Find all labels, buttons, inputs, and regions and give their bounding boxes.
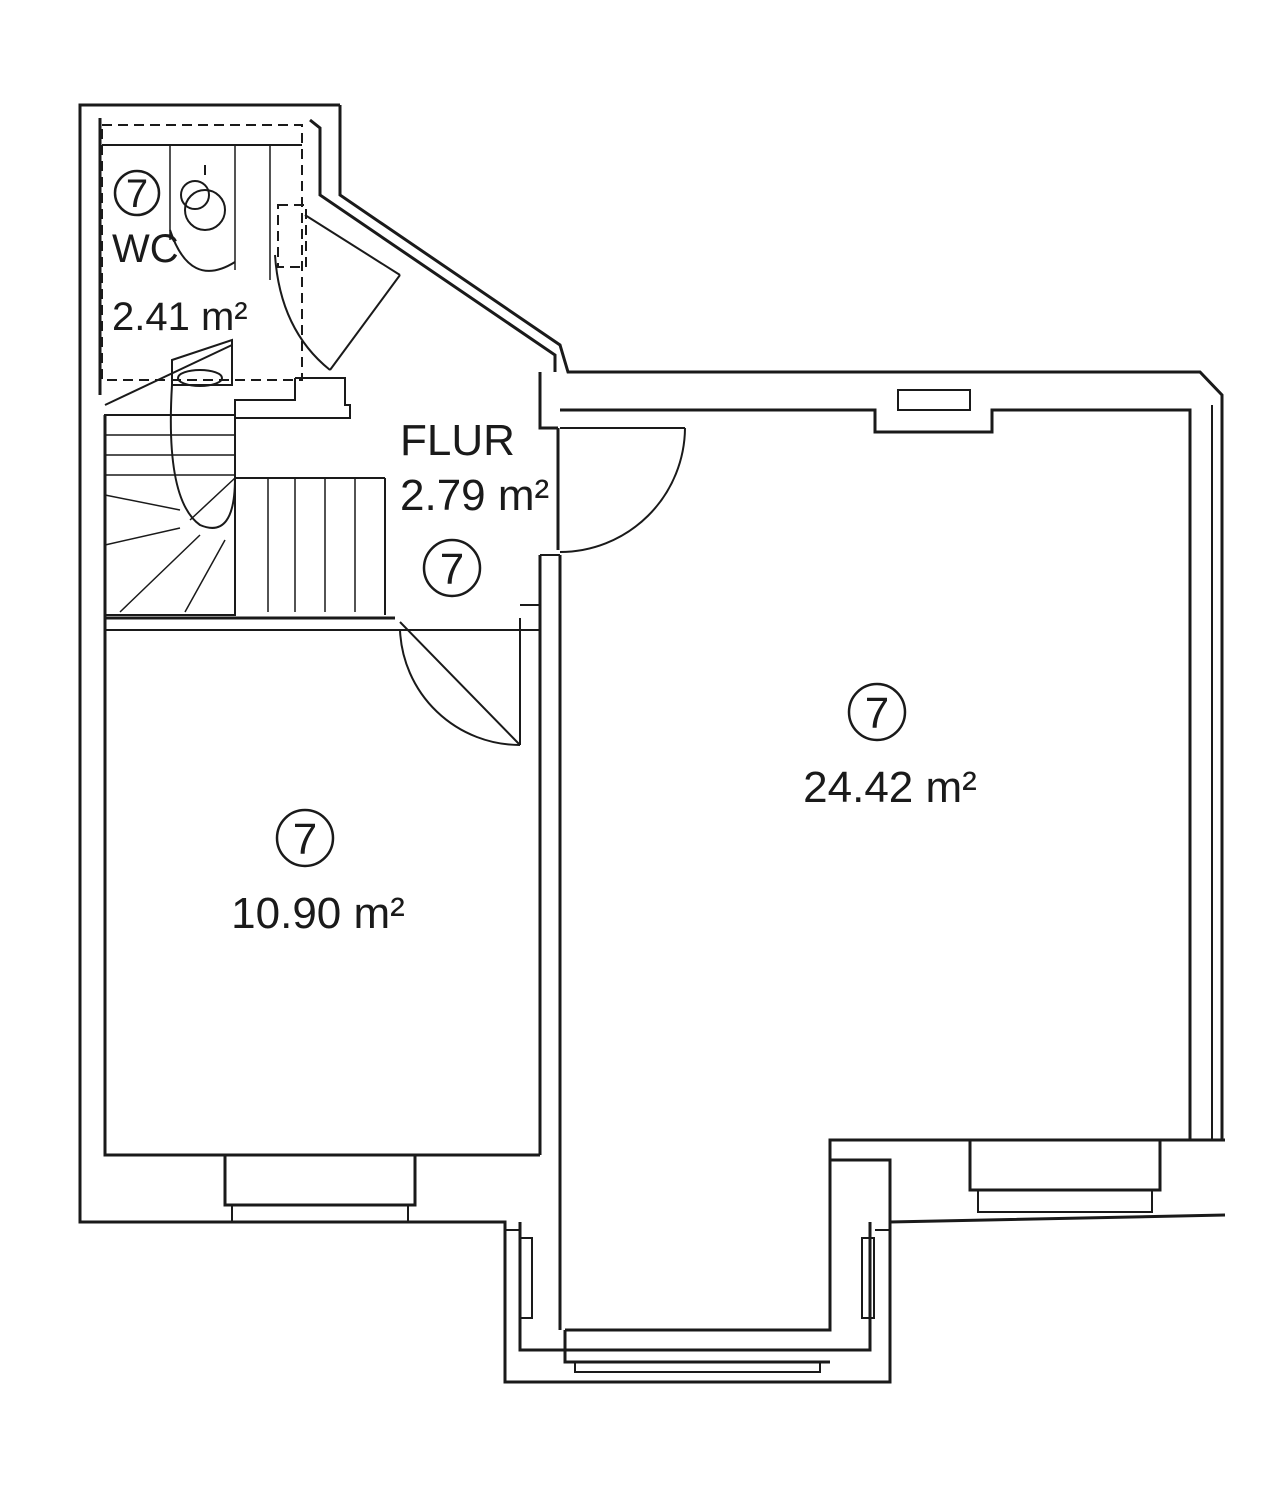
flur-label: FLUR xyxy=(400,416,515,465)
flur-badge: 7 xyxy=(440,545,464,594)
wc-area: 2.41 m² xyxy=(112,295,248,339)
room-left-area: 10.90 m² xyxy=(231,889,405,938)
wc-badge: 7 xyxy=(126,172,148,216)
room-right-badge-circle xyxy=(847,682,907,742)
room-left-badge: 7 xyxy=(293,815,317,864)
flur-area: 2.79 m² xyxy=(400,471,549,520)
staircase xyxy=(104,344,386,616)
windows xyxy=(223,389,1162,1223)
room-flur: FLUR 2.79 m² 7 xyxy=(400,416,549,598)
room-right-badge: 7 xyxy=(865,689,889,738)
door-swings xyxy=(399,427,686,747)
room-right: 7 24.42 m² xyxy=(803,682,977,812)
wc-badge-circle xyxy=(113,169,161,217)
room-right-area: 24.42 m² xyxy=(803,763,977,812)
wc-fixtures xyxy=(101,124,401,419)
flur-badge-circle xyxy=(422,538,482,598)
wc-label: WC xyxy=(112,227,179,271)
outer-walls xyxy=(78,103,1226,1384)
room-wc: 7 WC 2.41 m² xyxy=(112,169,248,339)
room-left: 7 10.90 m² xyxy=(231,808,405,938)
room-left-badge-circle xyxy=(275,808,335,868)
